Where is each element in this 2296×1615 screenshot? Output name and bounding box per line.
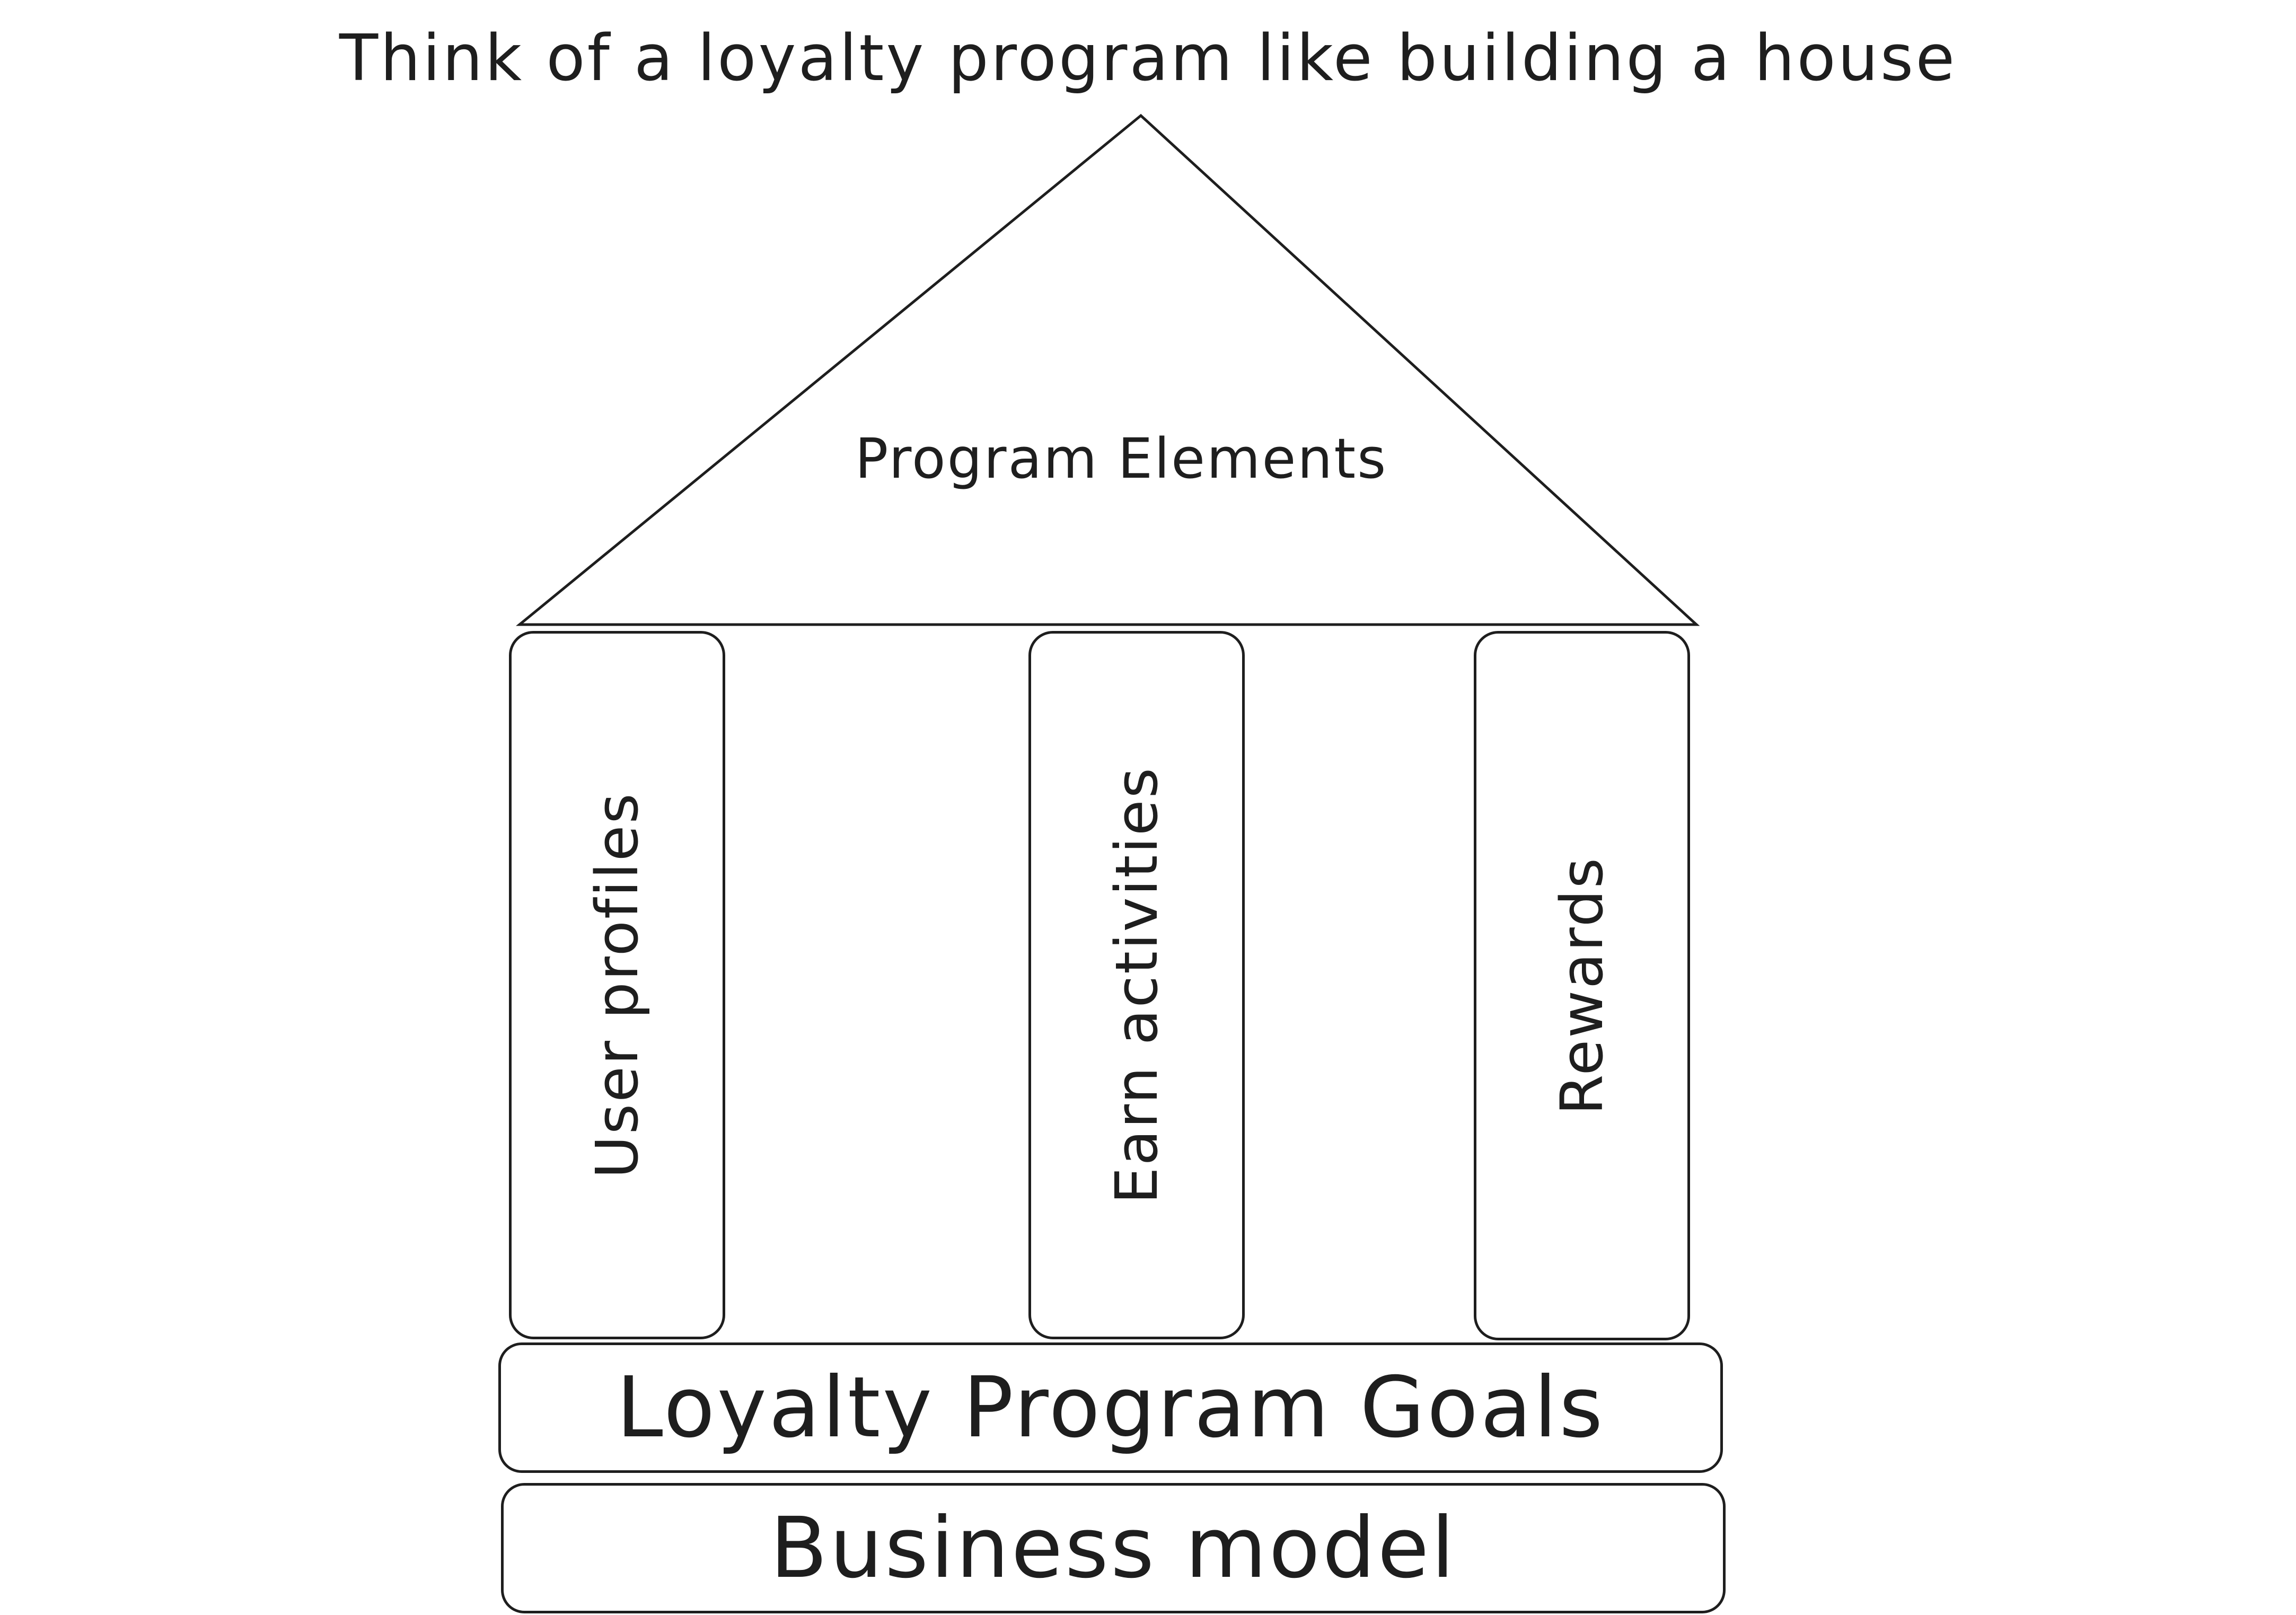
pillar-earn-activities: Earn activities <box>1028 631 1245 1339</box>
pillar-label: Rewards <box>1548 856 1616 1115</box>
foundation-goals: Loyalty Program Goals <box>498 1342 1723 1473</box>
roof-label: Program Elements <box>855 426 1388 491</box>
pillar-rewards: Rewards <box>1474 631 1690 1340</box>
pillar-label: Earn activities <box>1103 766 1171 1204</box>
pillar-user-profiles: User profiles <box>509 631 725 1339</box>
pillar-label: User profiles <box>583 792 651 1179</box>
diagram-title: Think of a loyalty program like building… <box>339 21 1957 95</box>
foundation-business-model: Business model <box>501 1483 1726 1613</box>
